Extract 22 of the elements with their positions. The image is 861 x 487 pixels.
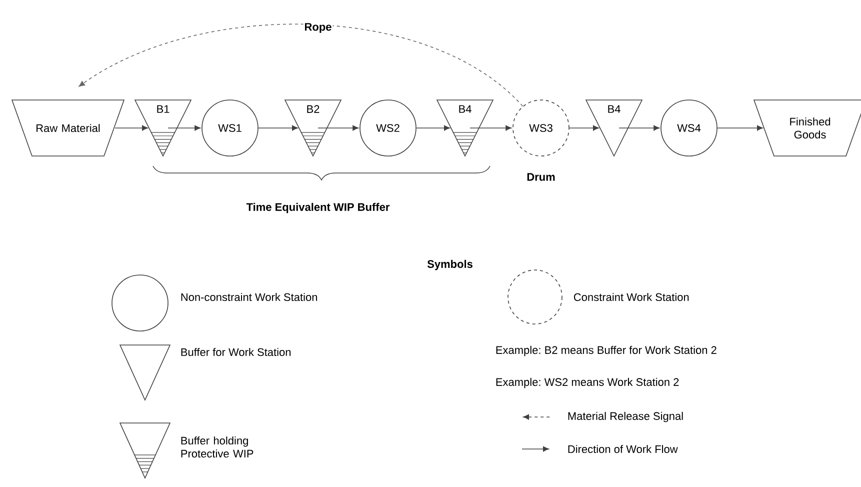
legend-text: Buffer for Work Station — [181, 348, 291, 356]
node-caption: Drum — [527, 173, 555, 181]
arrow — [618, 125, 660, 131]
arrow — [717, 125, 763, 131]
arrow — [569, 125, 599, 131]
legend-text: Material Release Signal — [568, 412, 683, 422]
arrow — [168, 125, 201, 131]
section-heading: Time Equivalent WIP Buffer — [246, 202, 390, 214]
note-text: Example: WS2 means Work Station 2 — [496, 378, 679, 388]
edge-label: Rope — [303, 22, 333, 34]
arrow — [318, 125, 359, 131]
arrow — [416, 125, 450, 131]
arrow — [114, 125, 148, 131]
section-heading: Symbols — [427, 260, 472, 270]
arrow — [470, 125, 512, 131]
legend-text: Non-constraint Work Station — [181, 292, 318, 302]
arrow — [78, 24, 524, 107]
arrow — [258, 125, 298, 131]
legend-text: Constraint Work Station — [574, 292, 689, 302]
note-text: Example: B2 means Buffer for Work Station 2 — [496, 346, 716, 356]
legend-text: Buffer holding Protective WIP — [181, 436, 254, 458]
legend-text: Direction of Work Flow — [568, 444, 678, 454]
